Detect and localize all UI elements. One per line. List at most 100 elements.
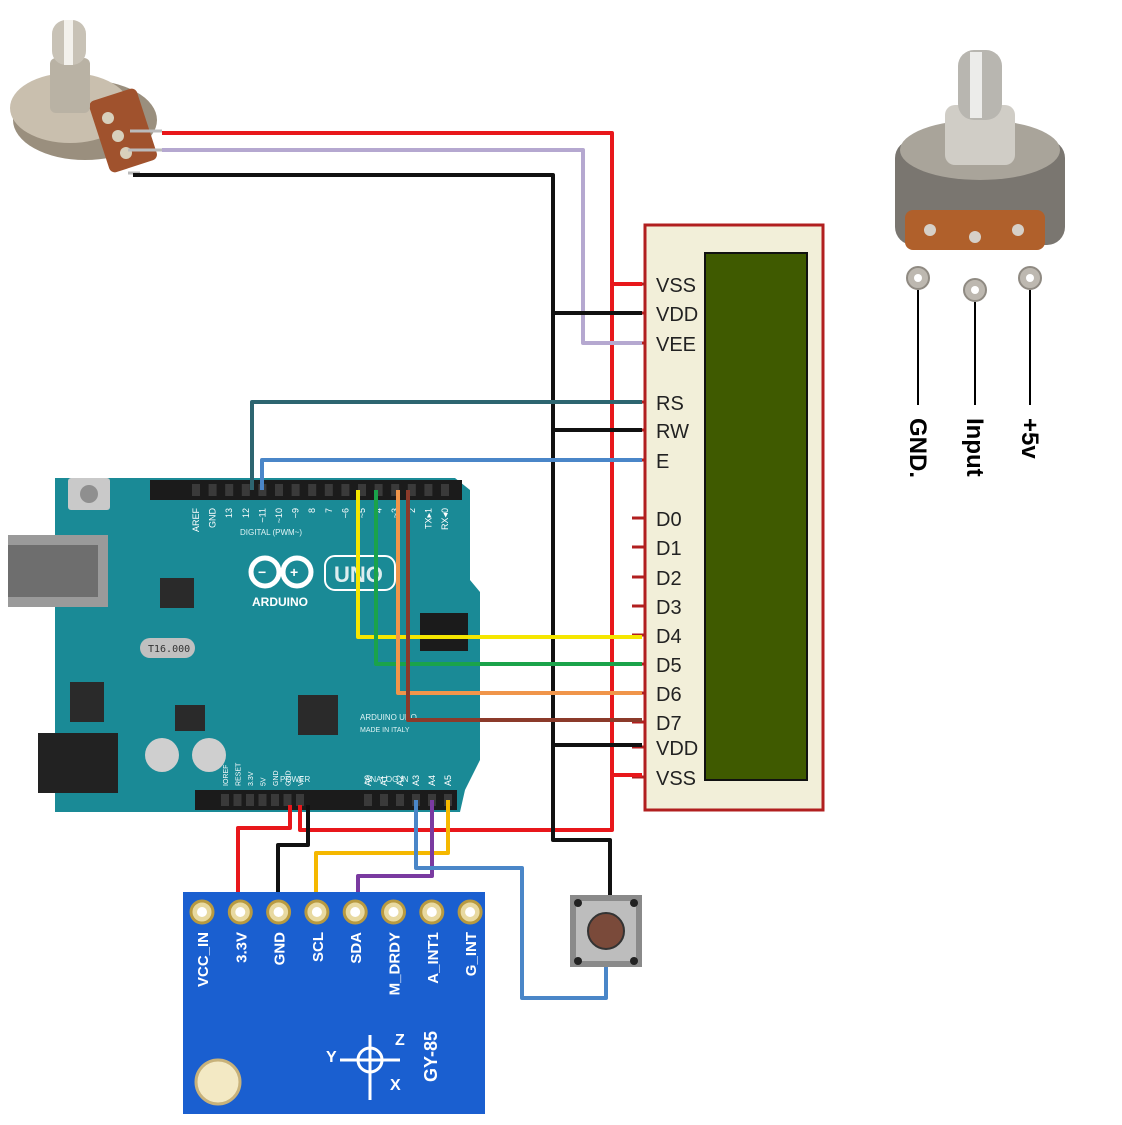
lcd-pin-label-vdd: VDD	[656, 304, 698, 326]
wire-d5	[374, 490, 642, 666]
analog-pin-label: A3	[411, 775, 421, 786]
wire-d6	[396, 490, 642, 695]
digital-pin-label: GND	[208, 508, 218, 529]
crystal	[140, 638, 195, 658]
power-header-socket	[283, 794, 292, 806]
digital-header-socket	[441, 484, 449, 496]
potentiometer-pinout: GND. Input +5v	[895, 50, 1065, 478]
lcd-pin-label-e: E	[656, 451, 669, 473]
analog-header-socket	[396, 794, 404, 806]
lcd-pin-label-d4: D4	[656, 626, 682, 648]
wire-gy85-3v3	[236, 805, 292, 908]
pinout-label-input: Input	[961, 418, 988, 477]
power-jack	[38, 733, 118, 793]
digital-header-socket	[291, 484, 300, 496]
wire-pot-vee	[162, 148, 642, 345]
digital-header-socket	[275, 484, 283, 496]
power-pin-label: IOREF	[223, 765, 230, 786]
digital-pin-label: ~3	[390, 508, 400, 518]
digital-header-socket	[424, 484, 433, 496]
gy85-pin-hole	[235, 907, 246, 917]
digital-pin-label: 2	[407, 508, 417, 513]
analog-pin-label: A5	[443, 775, 453, 786]
wire-pot-gnd	[133, 173, 612, 965]
digital-pin-label: ~9	[291, 508, 301, 518]
lcd-pin-label-d6: D6	[656, 684, 682, 706]
digital-pin-label: AREF	[191, 508, 201, 533]
power-header-socket	[271, 794, 279, 806]
analog-pin-label: A2	[395, 775, 405, 786]
wire-e	[260, 458, 642, 490]
lcd-pin-label-vss: VSS	[656, 768, 696, 790]
mounting-hole	[194, 1058, 242, 1106]
digital-pin-label: 12	[241, 508, 251, 518]
gy85-pin-hole	[197, 907, 207, 917]
svg-text:+: +	[290, 564, 298, 580]
digital-header-socket	[341, 484, 350, 496]
power-section-label: POWER	[280, 775, 310, 784]
digital-header-socket	[208, 484, 217, 496]
wire-button-signal	[414, 800, 608, 1000]
digital-header-socket	[225, 484, 234, 496]
digital-pin-label: 4	[374, 508, 384, 513]
digital-header-socket	[407, 484, 416, 496]
power-pin-label: 5V	[261, 777, 268, 786]
pinout-label-5v: +5v	[1016, 418, 1043, 459]
gy85-pin-hole	[350, 907, 361, 917]
axis-marker	[340, 1035, 400, 1100]
capacitor	[192, 738, 226, 772]
wire-rs	[250, 400, 642, 490]
arduino-logo-text: ARDUINO	[252, 595, 308, 609]
lcd-pin-label-d3: D3	[656, 597, 682, 619]
axis-y-label: Y	[326, 1049, 337, 1066]
wire-d7	[406, 490, 642, 722]
power-pin-label: RESET	[236, 762, 243, 786]
analog-pin-label: A1	[379, 775, 389, 786]
made-in-text: MADE IN ITALY	[360, 727, 410, 734]
lcd-pin-label-d1: D1	[656, 538, 682, 560]
arduino-logo: − + ARDUINO	[248, 555, 314, 609]
gy85-pin-label: G_INT	[463, 932, 480, 976]
analog-pin-label: A0	[363, 775, 373, 786]
wire-pot-vcc	[162, 131, 614, 832]
digital-pin-label: TX▸1	[423, 508, 433, 529]
lcd-pin-label-d2: D2	[656, 568, 682, 590]
gy85-pin-hole	[426, 907, 437, 917]
lcd-pin-label-d0: D0	[656, 509, 682, 531]
pinout-label-gnd: GND.	[904, 418, 931, 478]
board-footer-text: ARDUINO UNO	[360, 713, 417, 722]
analog-header-socket	[364, 794, 372, 806]
gy85-pin-label: M_DRDY	[387, 932, 404, 995]
power-pin-label: Vin	[298, 776, 305, 786]
svg-text:−: −	[258, 564, 266, 580]
axis-x-label: X	[390, 1077, 401, 1094]
digital-header-socket	[358, 484, 366, 496]
gy85-pin-hole	[311, 907, 322, 917]
power-pin-label: 3.3V	[248, 771, 255, 786]
atmega-chip	[298, 695, 338, 735]
digital-pin-label: RX◂0	[440, 508, 450, 530]
power-header-socket	[233, 794, 242, 806]
digital-pin-label: ~10	[274, 508, 284, 523]
gy85-pin-label: 3.3V	[233, 932, 250, 963]
gy85-pin-label: GND	[272, 932, 289, 966]
digital-pin-label: ~5	[357, 508, 367, 518]
lcd-pin-label-vss: VSS	[656, 275, 696, 297]
digital-header-socket	[192, 484, 200, 496]
usb-chip	[160, 578, 194, 608]
gy85-pin-hole	[388, 907, 399, 917]
wire-d4	[356, 490, 642, 639]
power-pin-label: GND	[273, 770, 280, 786]
analog-section-label: ANALOG IN	[365, 775, 409, 784]
axis-z-label: Z	[395, 1032, 405, 1049]
digital-header-socket	[324, 484, 333, 496]
digital-header-socket	[308, 484, 317, 496]
power-header-socket	[221, 794, 229, 806]
gy85-pin-label: SCL	[310, 932, 327, 962]
gy85-name: GY-85	[421, 1031, 441, 1082]
